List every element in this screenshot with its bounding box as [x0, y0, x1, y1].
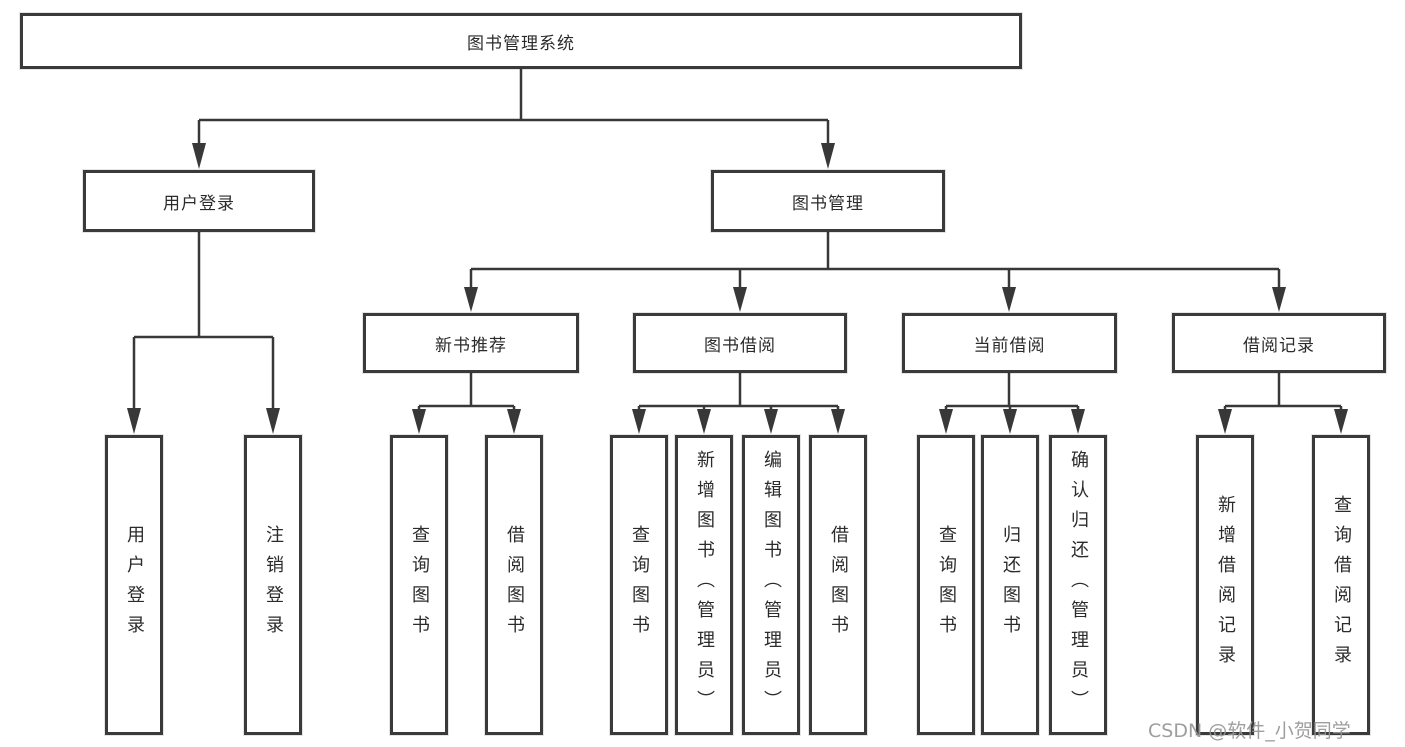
leaf-return-books: 归还图书	[981, 435, 1039, 735]
leaf-edit-book-admin-label: 编辑图书（管理员）	[761, 450, 782, 720]
leaf-edit-book-admin: 编辑图书（管理员）	[742, 435, 800, 735]
node-new-book-recommend-label: 新书推荐	[435, 335, 507, 356]
connectors-borrow-records	[1218, 373, 1348, 434]
node-root: 图书管理系统	[20, 13, 1022, 69]
node-book-management: 图书管理	[711, 170, 945, 232]
leaf-borrow-books-1: 借阅图书	[485, 435, 543, 735]
node-borrow-records-label: 借阅记录	[1243, 335, 1315, 356]
connectors-book-management	[464, 232, 1286, 312]
connectors-book-borrow	[632, 373, 845, 434]
leaf-borrow-books-2-label: 借阅图书	[828, 525, 849, 645]
leaf-add-borrow-record: 新增借阅记录	[1196, 435, 1254, 735]
node-book-borrow: 图书借阅	[633, 313, 847, 373]
connectors-root	[192, 69, 835, 169]
node-borrow-records: 借阅记录	[1172, 313, 1386, 373]
leaf-query-books-2: 查询图书	[610, 435, 668, 735]
leaf-confirm-return-admin: 确认归还（管理员）	[1049, 435, 1107, 735]
leaf-add-borrow-record-label: 新增借阅记录	[1215, 495, 1236, 675]
leaf-query-books-2-label: 查询图书	[629, 525, 650, 645]
leaf-logout-login: 注销登录	[244, 435, 302, 735]
csdn-watermark: CSDN @软件_小贺同学	[1148, 720, 1351, 742]
connectors-user-login	[127, 232, 280, 434]
leaf-query-books-3: 查询图书	[917, 435, 975, 735]
leaf-borrow-books-1-label: 借阅图书	[504, 525, 525, 645]
node-new-book-recommend: 新书推荐	[363, 313, 579, 373]
leaf-confirm-return-admin-label: 确认归还（管理员）	[1068, 450, 1089, 720]
leaf-user-login: 用户登录	[105, 435, 163, 735]
leaf-query-books-3-label: 查询图书	[936, 525, 957, 645]
node-book-borrow-label: 图书借阅	[704, 335, 776, 356]
node-current-borrow: 当前借阅	[902, 313, 1117, 373]
leaf-query-borrow-record-label: 查询借阅记录	[1331, 495, 1352, 675]
connectors-new-book-recommend	[412, 373, 521, 434]
leaf-query-books-1-label: 查询图书	[409, 525, 430, 645]
node-book-management-label: 图书管理	[792, 193, 864, 214]
connectors-current-borrow	[939, 373, 1085, 434]
leaf-query-books-1: 查询图书	[390, 435, 448, 735]
node-user-login: 用户登录	[83, 170, 315, 232]
leaf-add-book-admin: 新增图书（管理员）	[675, 435, 733, 735]
leaf-borrow-books-2: 借阅图书	[809, 435, 867, 735]
leaf-add-book-admin-label: 新增图书（管理员）	[694, 450, 715, 720]
node-root-label: 图书管理系统	[467, 33, 575, 54]
leaf-user-login-label: 用户登录	[124, 525, 145, 645]
leaf-return-books-label: 归还图书	[1000, 525, 1021, 645]
node-user-login-label: 用户登录	[163, 193, 235, 214]
node-current-borrow-label: 当前借阅	[973, 335, 1046, 356]
leaf-logout-login-label: 注销登录	[263, 525, 284, 645]
leaf-query-borrow-record: 查询借阅记录	[1312, 435, 1370, 735]
